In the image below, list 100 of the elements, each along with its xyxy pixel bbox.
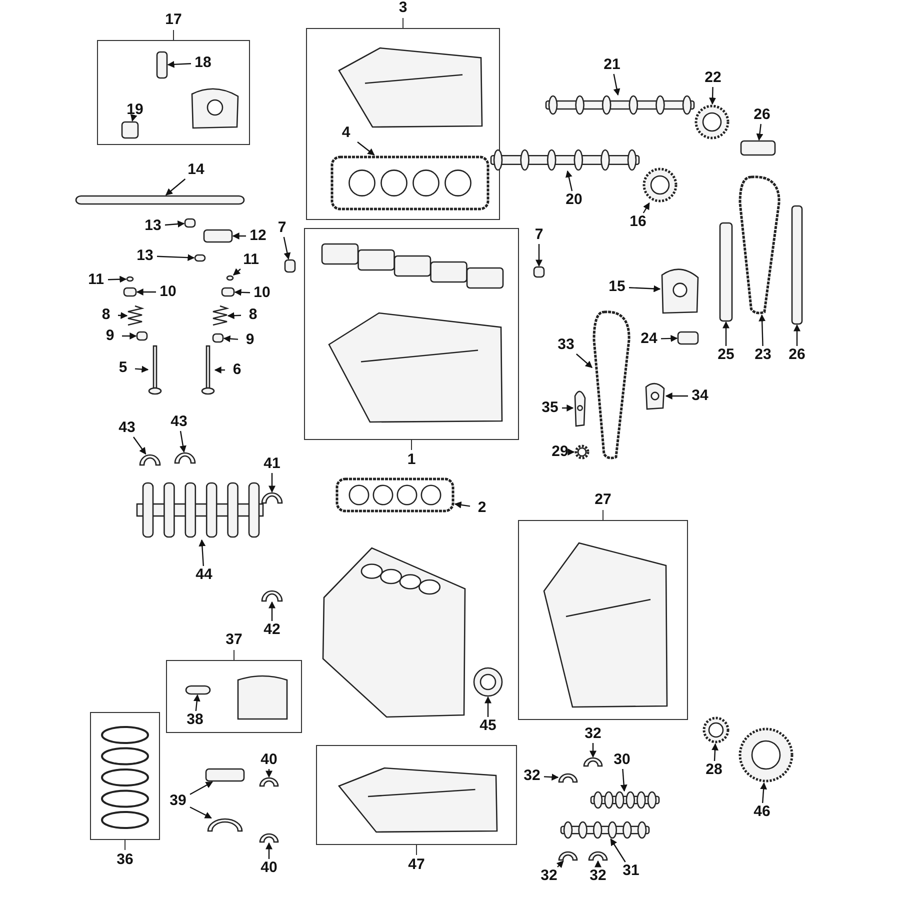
- leader-line: [283, 236, 291, 260]
- callout-number: 43: [167, 413, 191, 431]
- callout-number: 7: [527, 226, 551, 244]
- leader-line: [712, 743, 718, 762]
- callout-number: 46: [750, 803, 774, 821]
- leader-line: [190, 806, 212, 819]
- leader-line: [568, 448, 575, 456]
- callout-number: 43: [115, 419, 139, 437]
- callout-number: 21: [600, 56, 624, 74]
- callout-number: 41: [260, 455, 284, 473]
- callout-number: 35: [538, 399, 562, 417]
- leader-line: [594, 860, 602, 868]
- callout-number: 2: [470, 499, 494, 517]
- callout-number: 7: [270, 219, 294, 237]
- leader-line: [214, 366, 225, 374]
- leader-line: [198, 539, 206, 566]
- leader-line: [118, 312, 128, 319]
- callout-number: 24: [637, 330, 661, 348]
- leader-line: [722, 321, 730, 346]
- leader-line: [232, 268, 241, 276]
- callout-number: 6: [225, 361, 249, 379]
- callout-number: 44: [192, 566, 216, 584]
- leader-line: [180, 430, 186, 453]
- callout-number: 9: [238, 331, 262, 349]
- leader-line: [268, 601, 276, 621]
- callout-number: 32: [520, 767, 544, 785]
- callout-number: 4: [334, 124, 358, 142]
- callout-number: 30: [610, 751, 634, 769]
- leader-line: [620, 768, 628, 792]
- leader-line: [613, 74, 620, 96]
- callout-number: 39: [166, 792, 190, 810]
- callout-number: 8: [94, 306, 118, 324]
- callout-number: 40: [257, 859, 281, 877]
- callout-number: 29: [548, 443, 572, 461]
- callout-number: 37: [224, 631, 244, 649]
- callout-number: 14: [184, 161, 208, 179]
- callout-number: 11: [239, 251, 263, 269]
- leader-line: [234, 288, 250, 296]
- callout-number: 18: [191, 54, 215, 72]
- callout-number: 42: [260, 621, 284, 639]
- leader-line: [190, 781, 213, 795]
- leader-line: [165, 178, 186, 196]
- leader-line: [232, 232, 246, 240]
- leader-line: [642, 202, 650, 214]
- callout-number: 31: [619, 862, 643, 880]
- leader-line: [562, 404, 574, 412]
- callout-number: 10: [250, 284, 274, 302]
- leader-line: [610, 838, 626, 862]
- callout-number: 26: [785, 346, 809, 364]
- leader-line: [227, 312, 242, 320]
- leader-line: [758, 314, 766, 346]
- leader-line: [357, 142, 375, 156]
- leader-line: [628, 285, 661, 292]
- leader-line: [760, 782, 768, 804]
- callout-number: 16: [626, 213, 650, 231]
- callout-number: 36: [116, 851, 134, 869]
- callout-number: 32: [537, 867, 561, 885]
- leader-line: [136, 288, 156, 296]
- callout-number: 13: [141, 217, 165, 235]
- leader-line: [665, 392, 688, 400]
- callout-number: 3: [398, 0, 408, 17]
- callout-number: 19: [123, 101, 147, 119]
- callout-number: 23: [751, 346, 775, 364]
- callout-number: 47: [407, 856, 426, 874]
- callout-number: 45: [476, 717, 500, 735]
- callout-number: 8: [241, 306, 265, 324]
- leader-line: [164, 220, 185, 228]
- callout-number: 20: [562, 191, 586, 209]
- callout-number: 9: [98, 327, 122, 345]
- leader-line: [544, 774, 559, 781]
- leader-line: [590, 743, 596, 758]
- leader-line: [266, 769, 272, 778]
- leader-line: [660, 334, 678, 342]
- leader-line: [122, 332, 137, 340]
- leader-line: [576, 354, 593, 368]
- leader-line: [565, 170, 573, 192]
- leader-line: [133, 436, 146, 455]
- leader-line: [134, 366, 149, 373]
- leader-line: [108, 276, 127, 283]
- leader-line: [266, 842, 272, 859]
- callout-number: 15: [605, 278, 629, 296]
- callout-number: 5: [111, 359, 135, 377]
- callout-number: 22: [701, 69, 725, 87]
- callout-number: 13: [133, 247, 157, 265]
- callout-number: 32: [586, 867, 610, 885]
- leader-line: [130, 114, 138, 122]
- callout-number: 10: [156, 283, 180, 301]
- callout-number: 17: [164, 11, 183, 29]
- callout-number: 12: [246, 227, 270, 245]
- leader-line: [167, 60, 192, 68]
- callout-number: 38: [183, 711, 207, 729]
- leader-line: [454, 501, 470, 508]
- leader-line: [268, 473, 276, 493]
- callout-number: 32: [581, 725, 605, 743]
- leader-line: [193, 694, 200, 712]
- callout-number: 26: [750, 106, 774, 124]
- callout-number: 28: [702, 761, 726, 779]
- callout-number: 34: [688, 387, 712, 405]
- leader-line: [556, 860, 564, 868]
- leader-line: [484, 696, 492, 717]
